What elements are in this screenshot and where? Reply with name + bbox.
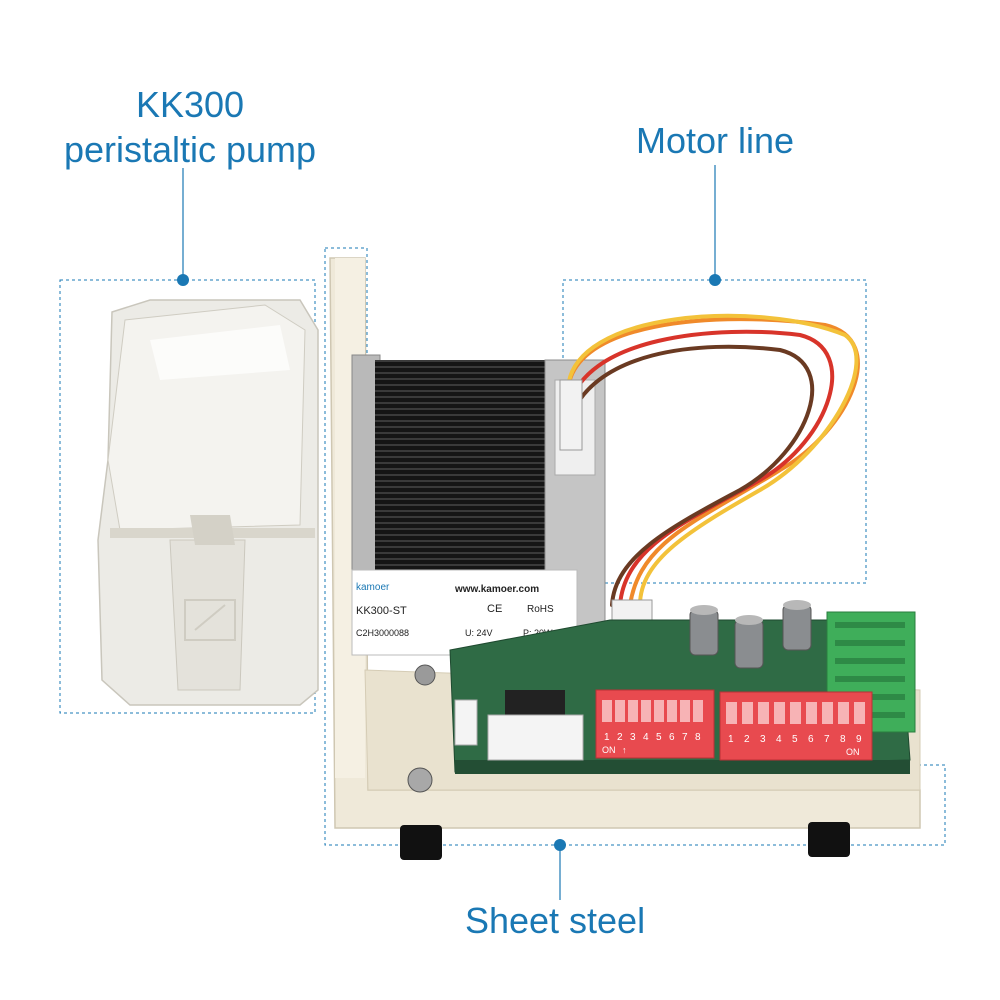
motor-wires [565, 313, 860, 607]
pump-label-line2: peristaltic pump [63, 129, 317, 170]
dip-right-on: ON [846, 747, 860, 757]
wire-brown [566, 344, 815, 607]
nameplate-serial: C2H3000088 [356, 628, 409, 638]
dip-left-num: 5 [656, 732, 662, 743]
dip-left-num: 8 [695, 732, 701, 743]
wire-yellow [566, 313, 859, 607]
dip-left-num: 2 [617, 732, 623, 743]
dip-right-num: 4 [776, 734, 782, 745]
dip-right-num: 3 [760, 734, 766, 745]
nameplate-brand: kamoer [356, 582, 390, 593]
dip-left-arrow: ↑ [622, 745, 627, 755]
nameplate-rohs: RoHS [527, 604, 554, 615]
dip-left-num: 4 [643, 732, 649, 743]
dip-right-num: 5 [792, 734, 798, 745]
dip-left-num: 6 [669, 732, 675, 743]
nameplate-model: KK300-ST [356, 605, 407, 617]
dip-left-num: 3 [630, 732, 636, 743]
rubber-foot [400, 825, 442, 860]
callout-lines [182, 165, 716, 900]
wire-orange [565, 317, 860, 607]
motor-connector [559, 379, 583, 451]
bracket-nut [407, 767, 433, 793]
dip-right-num: 7 [824, 734, 830, 745]
bracket-nut [414, 664, 436, 686]
dip-right-num: 6 [808, 734, 814, 745]
pump-label: KK300 peristaltic pump [40, 82, 340, 172]
dip-left-num: 1 [604, 732, 610, 743]
pump-label-line1: KK300 [135, 84, 245, 125]
pcb-header-connector [487, 714, 584, 761]
dip-right-num: 9 [856, 734, 862, 745]
sheet-steel-label: Sheet steel [464, 900, 646, 941]
capacitors [689, 600, 812, 669]
stepper-motor [351, 354, 606, 656]
nameplate-url: www.kamoer.com [454, 584, 539, 595]
nameplate-voltage: U: 24V [465, 628, 493, 638]
dip-left-num: 7 [682, 732, 688, 743]
dip-right-num: 8 [840, 734, 846, 745]
dip-right-num: 2 [744, 734, 750, 745]
pump-head [97, 299, 319, 706]
dip-switch-left: 1 2 3 4 5 6 7 8 ON ↑ [595, 689, 715, 759]
pump-highlight-box [59, 279, 316, 714]
motor-line-label: Motor line [635, 120, 795, 161]
dip-right-num: 1 [728, 734, 734, 745]
dip-left-on: ON [602, 745, 616, 755]
rubber-foot [808, 822, 850, 857]
motor-highlight-box [562, 279, 867, 584]
sheet-highlight-box [324, 247, 946, 846]
nameplate-ce: CE [487, 603, 502, 615]
dip-switch-right: 1 2 3 4 5 6 7 8 9 ON [719, 691, 873, 761]
